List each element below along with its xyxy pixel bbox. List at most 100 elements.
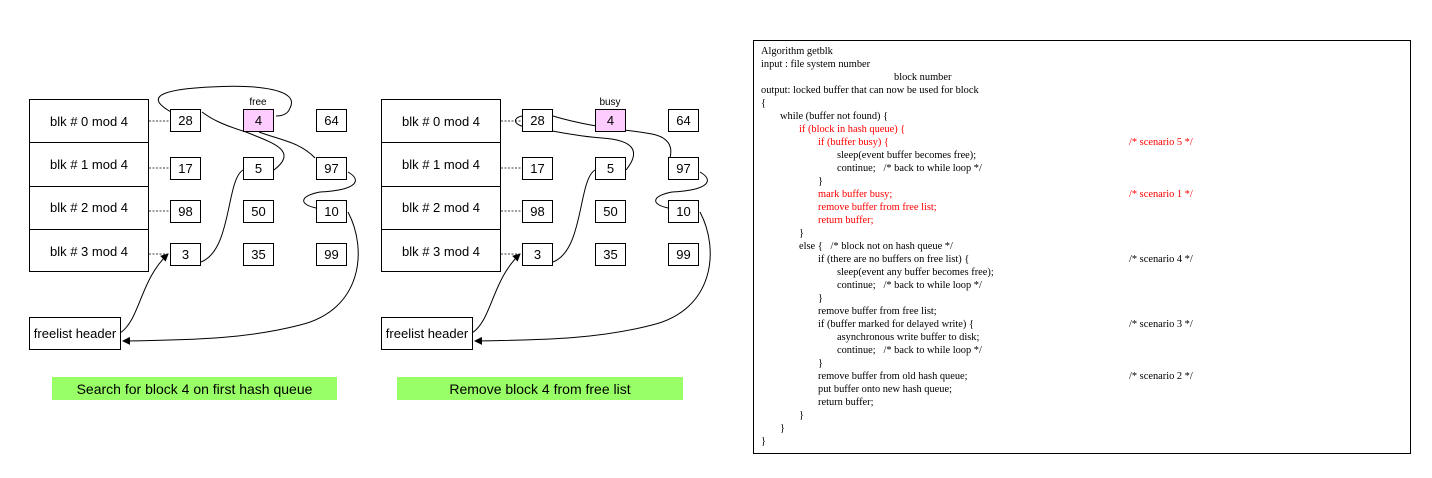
code-line: if (buffer busy) { /* scenario 5 */ <box>761 136 1410 149</box>
code-text: } <box>818 293 823 304</box>
hash-row-1: blk # 1 mod 4 <box>30 143 148 187</box>
code-line: } <box>761 409 1410 422</box>
code-comment: /* scenario 3 */ <box>1129 319 1193 330</box>
buffer-50: 50 <box>595 200 626 223</box>
code-line: put buffer onto new hash queue; <box>761 383 1410 396</box>
link-5-to-28 <box>514 115 635 171</box>
code-line: if (block in hash queue) { <box>761 123 1410 136</box>
code-line: mark buffer busy; /* scenario 1 */ <box>761 188 1410 201</box>
link-28-to-97 <box>552 115 672 159</box>
code-line: remove buffer from old hash queue; /* sce… <box>761 370 1410 383</box>
code-line: remove buffer from free list; <box>761 201 1410 214</box>
code-comment: /* scenario 5 */ <box>1129 137 1193 148</box>
link-10-to-freelist <box>474 211 711 345</box>
code-text: } <box>799 410 804 421</box>
code-line: } <box>761 422 1410 435</box>
link-3-to-5 <box>200 169 244 263</box>
buffer-99: 99 <box>316 243 347 266</box>
code-comment: /* scenario 1 */ <box>1129 189 1193 200</box>
code-line: return buffer; <box>761 396 1410 409</box>
buffer-3: 3 <box>522 243 553 266</box>
code-text: block number <box>894 72 952 83</box>
code-text: sleep(event any buffer becomes free); <box>837 267 994 278</box>
code-text: } <box>761 436 766 447</box>
code-line: return buffer; <box>761 214 1410 227</box>
hash-row-0: blk # 0 mod 4 <box>382 100 500 144</box>
diagram-2-links <box>471 115 711 345</box>
link-freelist-to-3 <box>119 253 169 334</box>
buffer-17: 17 <box>170 157 201 180</box>
buffer-35: 35 <box>243 243 274 266</box>
link-28-to-4 <box>157 85 293 117</box>
code-text: } <box>818 176 823 187</box>
link-97-to-10 <box>303 171 356 209</box>
code-comment: /* scenario 4 */ <box>1129 254 1193 265</box>
code-text: continue; /* back to while loop */ <box>837 280 982 291</box>
buffer-status-tag: free <box>249 97 267 108</box>
buffer-5: 5 <box>595 157 626 180</box>
code-text: if (buffer busy) { <box>818 137 889 148</box>
buffer-64: 64 <box>316 109 347 132</box>
code-text: continue; /* back to while loop */ <box>837 163 982 174</box>
buffer-99: 99 <box>668 243 699 266</box>
diagram-caption: Remove block 4 from free list <box>397 377 683 400</box>
link-3-to-5 <box>552 169 596 263</box>
link-10-to-freelist <box>122 211 359 345</box>
code-line: if (buffer marked for delayed write) { /*… <box>761 318 1410 331</box>
code-text: put buffer onto new hash queue; <box>818 384 952 395</box>
code-text: return buffer; <box>818 397 874 408</box>
code-text: remove buffer from free list; <box>818 202 937 213</box>
code-text: asynchronous write buffer to disk; <box>837 332 980 343</box>
code-line: block number <box>761 71 1410 84</box>
buffer-status-tag: busy <box>599 97 621 108</box>
code-line: continue; /* back to while loop */ <box>761 162 1410 175</box>
code-text: Algorithm getblk <box>761 46 833 57</box>
hash-row-1: blk # 1 mod 4 <box>382 143 500 187</box>
code-text: { <box>761 98 766 109</box>
code-text: } <box>818 358 823 369</box>
hash-queue-headers: blk # 0 mod 4 blk # 1 mod 4 blk # 2 mod … <box>29 99 149 272</box>
buffer-4-highlighted: 4 <box>595 109 626 132</box>
buffer-98: 98 <box>170 200 201 223</box>
buffer-64: 64 <box>668 109 699 132</box>
hash-row-3: blk # 3 mod 4 <box>401 243 481 259</box>
buffer-5: 5 <box>243 157 274 180</box>
hash-row-2: blk # 2 mod 4 <box>30 187 148 230</box>
code-line: } <box>761 435 1410 448</box>
code-text: remove buffer from old hash queue; <box>818 371 968 382</box>
code-line: asynchronous write buffer to disk; <box>761 331 1410 344</box>
buffer-50: 50 <box>243 200 274 223</box>
code-line: } <box>761 292 1410 305</box>
hash-queue-headers: blk # 0 mod 4 blk # 1 mod 4 blk # 2 mod … <box>381 99 501 272</box>
buffer-3: 3 <box>170 243 201 266</box>
code-line: else { /* block not on hash queue */ <box>761 240 1410 253</box>
buffer-97: 97 <box>668 157 699 180</box>
buffer-35: 35 <box>595 243 626 266</box>
code-text: } <box>780 423 785 434</box>
code-line: Algorithm getblk <box>761 45 1410 58</box>
code-text: if (buffer marked for delayed write) { <box>818 319 974 330</box>
code-comment: /* scenario 2 */ <box>1129 371 1193 382</box>
link-4-to-97 <box>258 131 316 159</box>
code-line: continue; /* back to while loop */ <box>761 279 1410 292</box>
diagram-caption: Search for block 4 on first hash queue <box>52 377 337 400</box>
buffer-28: 28 <box>522 109 553 132</box>
diagram-remove-from-free-list: blk # 0 mod 4 blk # 1 mod 4 blk # 2 mod … <box>352 0 712 478</box>
code-text: while (buffer not found) { <box>780 111 889 122</box>
hash-row-2: blk # 2 mod 4 <box>382 187 500 230</box>
hash-row-0: blk # 0 mod 4 <box>30 100 148 144</box>
freelist-header: freelist header <box>29 317 121 350</box>
code-text: mark buffer busy; <box>818 189 893 200</box>
code-text: output: locked buffer that can now be us… <box>761 85 979 96</box>
code-line: sleep(event buffer becomes free); <box>761 149 1410 162</box>
link-97-to-10 <box>655 171 708 209</box>
buffer-98: 98 <box>522 200 553 223</box>
buffer-4-highlighted: 4 <box>243 109 274 132</box>
code-text: input : file system number <box>761 59 871 70</box>
code-line: } <box>761 175 1410 188</box>
hash-row-3: blk # 3 mod 4 <box>49 243 129 259</box>
code-line: if (there are no buffers on free list) {… <box>761 253 1410 266</box>
buffer-97: 97 <box>316 157 347 180</box>
link-freelist-to-3 <box>471 253 521 334</box>
code-text: continue; /* back to while loop */ <box>837 345 982 356</box>
